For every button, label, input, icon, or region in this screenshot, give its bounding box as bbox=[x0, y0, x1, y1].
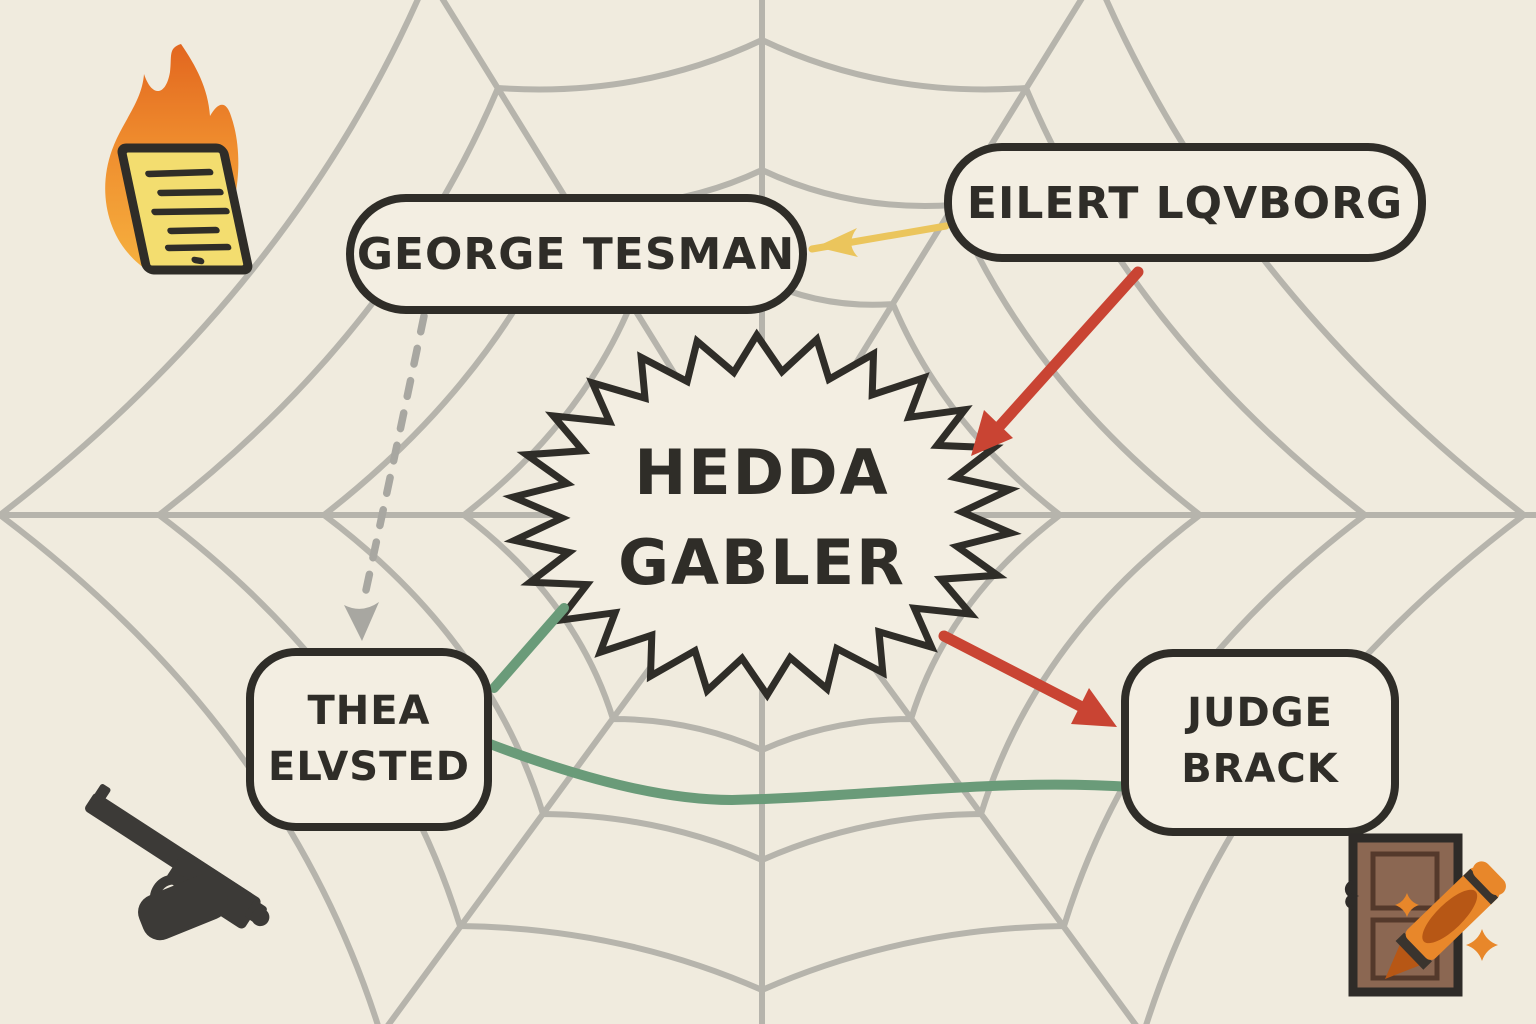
manuscript-paper bbox=[117, 143, 253, 275]
red-line bbox=[938, 630, 1086, 712]
edge-george-to-thea bbox=[344, 312, 428, 641]
burning-manuscript-icon bbox=[105, 44, 253, 275]
sparkle-icon bbox=[1395, 893, 1419, 917]
node-box bbox=[246, 648, 492, 831]
node-label-line2: ELVSTED bbox=[268, 744, 470, 790]
sparkle-icon bbox=[1466, 929, 1498, 961]
arrowhead-left bbox=[816, 228, 858, 257]
node-box bbox=[944, 143, 1426, 262]
node-box bbox=[346, 194, 807, 314]
edge-hedda-to-brack bbox=[938, 630, 1117, 727]
dashed-line bbox=[359, 312, 428, 608]
door-handle bbox=[1344, 880, 1360, 910]
arrowhead-down bbox=[344, 602, 379, 641]
edge-eilert-to-george bbox=[808, 222, 950, 257]
pistol-icon bbox=[85, 784, 270, 941]
paper-text-lines bbox=[145, 168, 232, 265]
edge-eilert-to-hedda bbox=[971, 266, 1144, 456]
crayon bbox=[1385, 861, 1506, 979]
edge-hedda-to-thea bbox=[489, 603, 569, 693]
node-judge-brack: JUDGE BRACK bbox=[1121, 649, 1399, 836]
edge-thea-to-brack bbox=[485, 739, 1137, 806]
node-label: EILERT LQVBORG bbox=[967, 178, 1403, 229]
node-label-line2: BRACK bbox=[1181, 746, 1340, 792]
node-box bbox=[1121, 649, 1399, 836]
starburst-hedda-gabler bbox=[502, 328, 1022, 702]
node-label: GEORGE TESMAN bbox=[357, 229, 795, 280]
door-crayon-icon bbox=[1344, 833, 1506, 997]
node-eilert-lovborg: EILERT LQVBORG bbox=[944, 143, 1426, 262]
node-label-line1: THEA bbox=[307, 688, 430, 734]
center-node-label-line2: GABLER bbox=[618, 526, 906, 599]
node-label-line1: JUDGE bbox=[1184, 690, 1333, 736]
red-line bbox=[992, 266, 1144, 434]
arrowhead-down-left bbox=[971, 410, 1013, 456]
arrowhead-down-right bbox=[1071, 688, 1117, 727]
node-thea-elvsted: THEA ELVSTED bbox=[246, 648, 492, 831]
node-george-tesman: GEORGE TESMAN bbox=[346, 194, 807, 314]
center-node-label-line1: HEDDA bbox=[634, 436, 889, 509]
